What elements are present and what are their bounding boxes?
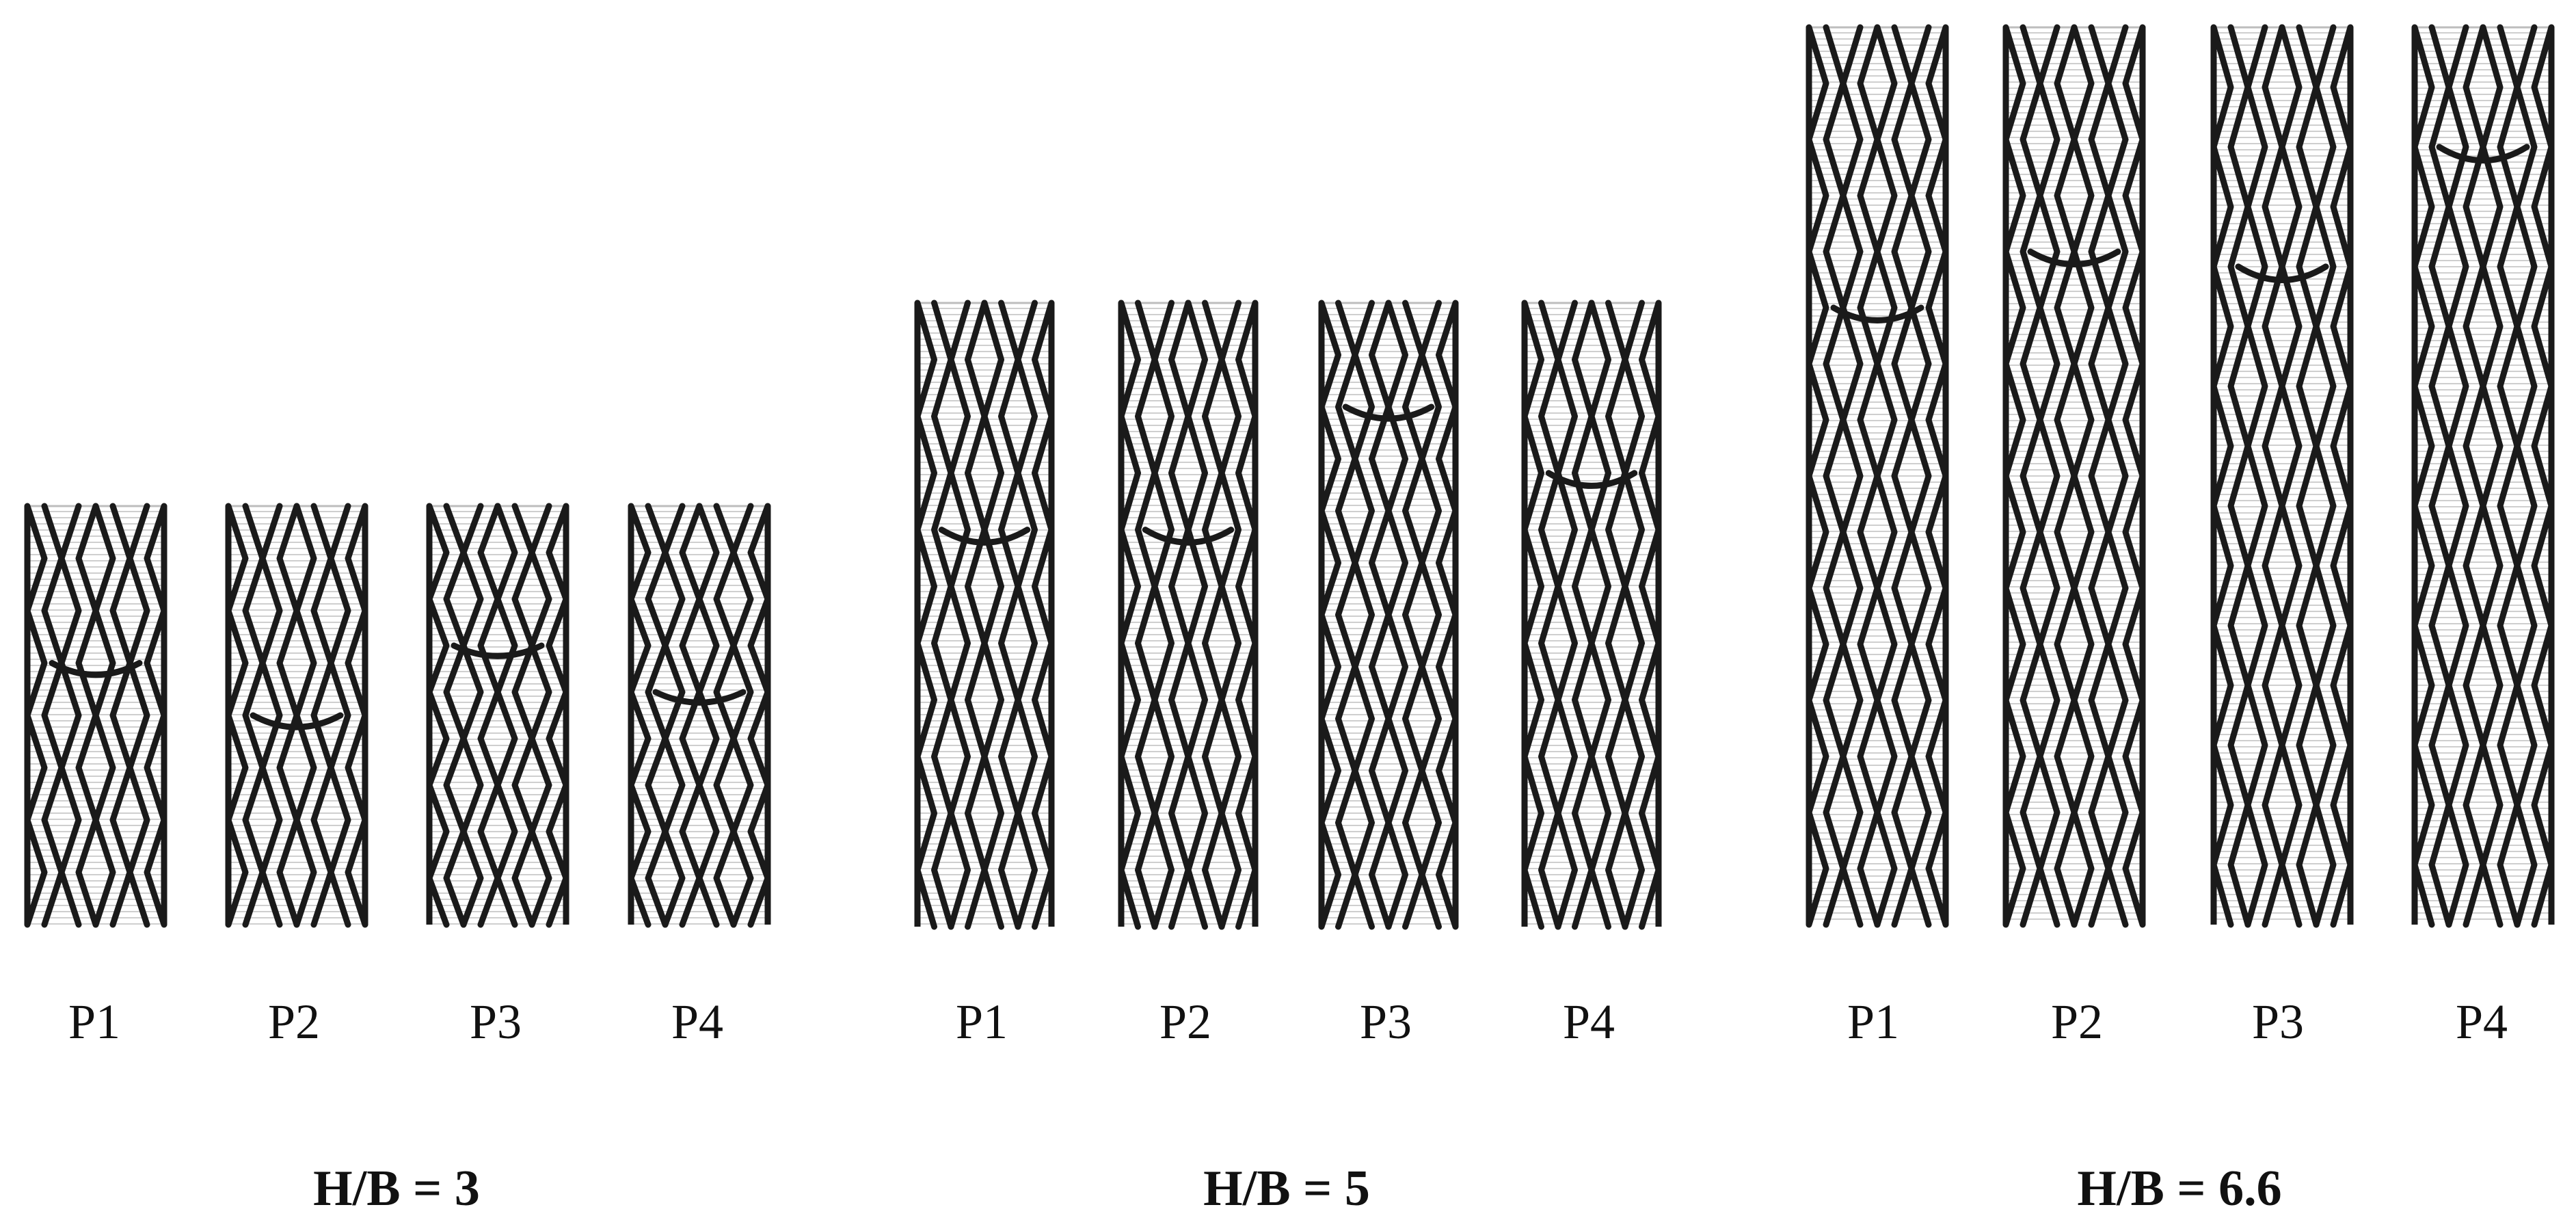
panel-label-hb5-p1: P1 — [956, 994, 1008, 1049]
diagonal-members — [1118, 300, 1259, 930]
diagonal-members — [1318, 300, 1459, 930]
diagonal-members — [628, 503, 771, 928]
panel-hb3-p2 — [225, 503, 368, 928]
panel-hb66-p1 — [1806, 24, 1949, 928]
diagonal-members — [2002, 24, 2146, 928]
group-caption-hb3: H/B = 3 — [313, 1161, 480, 1217]
diagonal-members — [426, 503, 569, 928]
panel-hb66-p2 — [2002, 24, 2146, 928]
panel-hb5-p3 — [1318, 300, 1459, 930]
group-hb-5: P1 P2 P3 P4 H/B = 5 — [914, 300, 1662, 1217]
panel-hb3-p4 — [628, 503, 771, 928]
floor-hatch — [228, 511, 365, 925]
group-caption-hb5: H/B = 5 — [1203, 1161, 1370, 1217]
panel-label-hb5-p2: P2 — [1159, 994, 1211, 1049]
panel-label-hb3-p4: P4 — [671, 994, 723, 1049]
panel-label-hb3-p2: P2 — [268, 994, 320, 1049]
panel-hb3-p3 — [426, 503, 569, 928]
panel-hb5-p2 — [1118, 300, 1259, 930]
diagonal-members — [1806, 24, 1949, 928]
diagonal-members — [1521, 300, 1662, 930]
panel-hb5-p4 — [1521, 300, 1662, 930]
panel-hb66-p3 — [2210, 24, 2354, 928]
panel-hb66-p4 — [2411, 24, 2555, 928]
panel-label-hb3-p1: P1 — [68, 994, 120, 1049]
diagonal-members — [2411, 24, 2555, 928]
panel-hb5-p1 — [914, 300, 1055, 930]
panel-label-hb66-p3: P3 — [2252, 994, 2304, 1049]
panel-label-hb3-p3: P3 — [470, 994, 522, 1049]
group-caption-hb66: H/B = 6.6 — [2077, 1161, 2281, 1217]
diagonal-members — [2210, 24, 2354, 928]
panel-label-hb66-p1: P1 — [1847, 994, 1899, 1049]
diagonal-members — [24, 503, 167, 928]
group-hb-6-6: P1 P2 P3 P4 H/B = 6.6 — [1806, 24, 2555, 1217]
panel-label-hb66-p4: P4 — [2456, 994, 2508, 1049]
panel-label-hb5-p3: P3 — [1360, 994, 1412, 1049]
diagonal-members — [914, 300, 1055, 930]
panel-hb3-p1 — [24, 503, 167, 928]
group-hb-3: P1 P2 P3 P4 H/B = 3 — [24, 503, 771, 1217]
panel-label-hb66-p2: P2 — [2051, 994, 2103, 1049]
panel-label-hb5-p4: P4 — [1563, 994, 1615, 1049]
